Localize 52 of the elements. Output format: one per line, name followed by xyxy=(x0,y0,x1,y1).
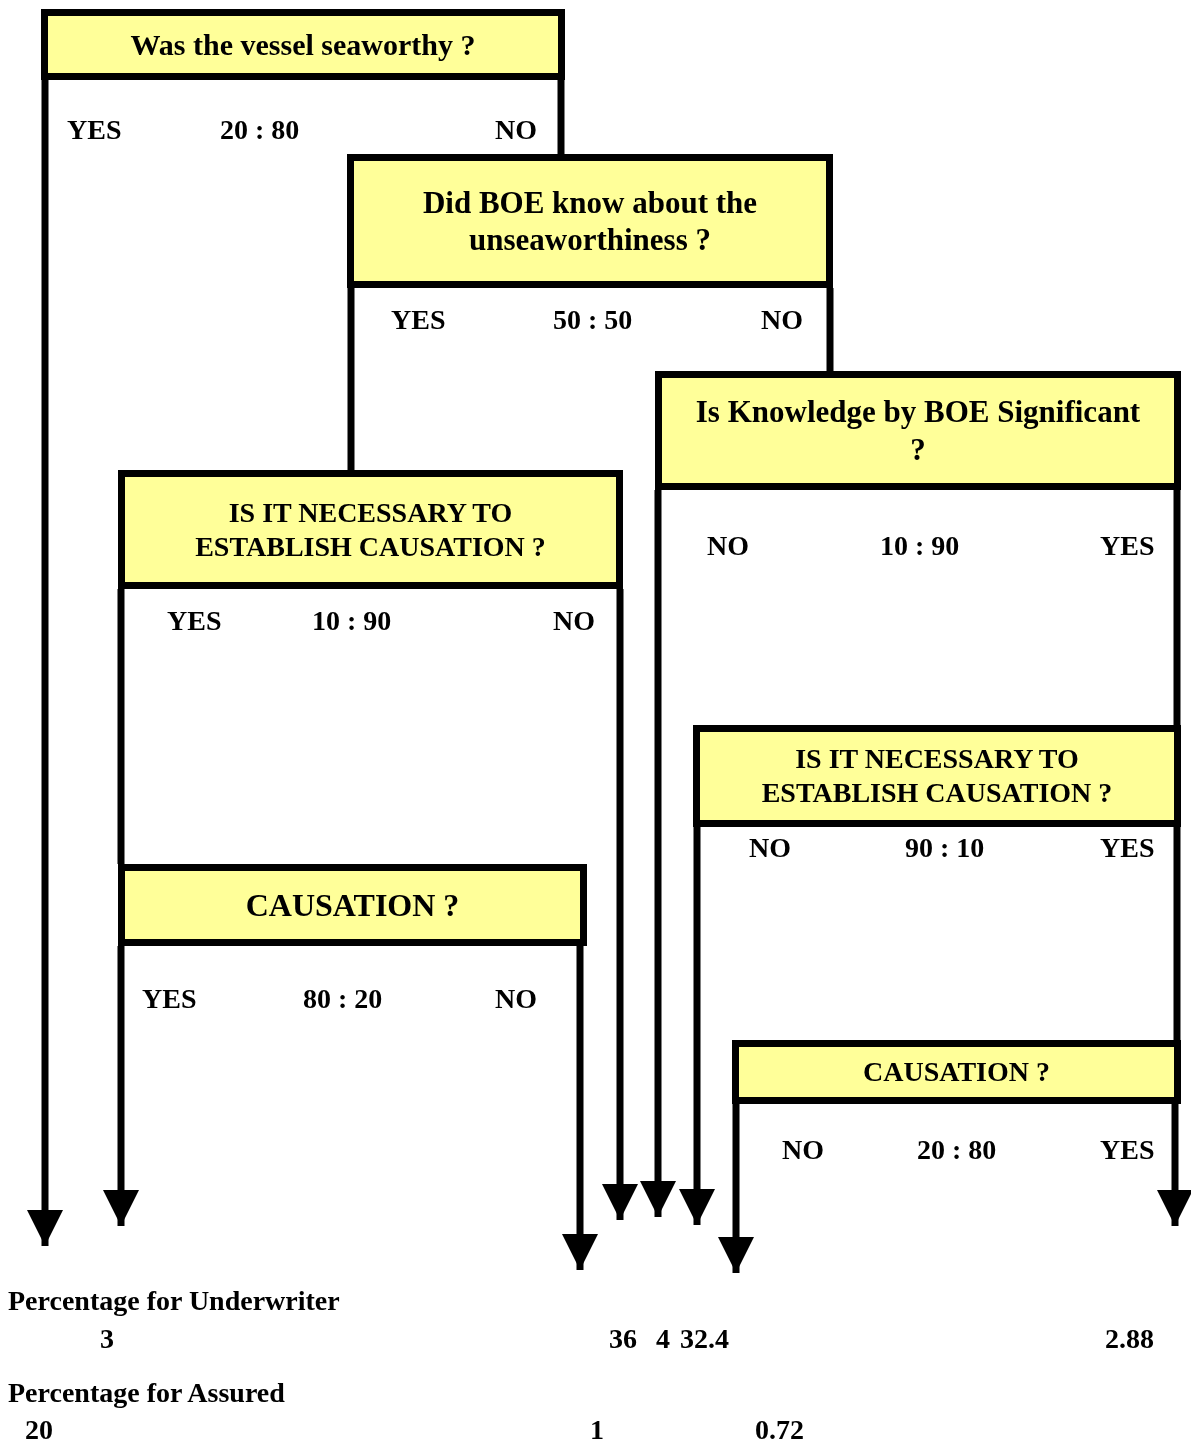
question-text: Was the vessel seaworthy ? xyxy=(129,26,477,63)
branch-label: YES xyxy=(1100,530,1155,562)
branch-label: NO xyxy=(495,114,537,146)
branch-label: YES xyxy=(142,983,197,1015)
row-heading: Percentage for Underwriter xyxy=(8,1285,340,1317)
branch-label: NO xyxy=(782,1134,824,1166)
question-text: Did BOE know about the unseaworthiness ? xyxy=(421,183,759,259)
question-text: IS IT NECESSARY TO ESTABLISH CAUSATION ? xyxy=(760,742,1114,810)
odds-ratio: 90 : 10 xyxy=(905,832,985,864)
question-box xyxy=(41,9,565,80)
percentage-value: 20 xyxy=(25,1414,53,1446)
branch-label: NO xyxy=(749,832,791,864)
percentage-value: 3 xyxy=(100,1323,114,1355)
odds-ratio: 50 : 50 xyxy=(553,304,633,336)
odds-ratio: 10 : 90 xyxy=(880,530,960,562)
branch-label: YES xyxy=(1100,832,1155,864)
question-text: Is Knowledge by BOE Significant ? xyxy=(694,393,1142,468)
branch-label: NO xyxy=(553,605,595,637)
branch-label: YES xyxy=(391,304,446,336)
question-box xyxy=(655,371,1181,490)
percentage-value: 2.88 xyxy=(1105,1323,1154,1355)
question-box xyxy=(693,725,1181,827)
question-text: CAUSATION ? xyxy=(244,885,461,925)
connector-line xyxy=(557,80,565,154)
odds-ratio: 10 : 90 xyxy=(312,605,392,637)
connector-line xyxy=(347,288,355,470)
percentage-value: 4 xyxy=(656,1323,670,1355)
question-text: CAUSATION ? xyxy=(862,1055,1051,1089)
connector-line xyxy=(117,589,125,864)
question-text: IS IT NECESSARY TO ESTABLISH CAUSATION ? xyxy=(194,495,547,564)
percentage-value: 36 xyxy=(609,1323,637,1355)
branch-label: NO xyxy=(495,983,537,1015)
connector-line xyxy=(1173,490,1181,725)
question-box xyxy=(347,154,833,288)
branch-label: YES xyxy=(67,114,122,146)
question-box xyxy=(732,1040,1181,1104)
odds-ratio: 20 : 80 xyxy=(220,114,300,146)
odds-ratio: 20 : 80 xyxy=(917,1134,997,1166)
arrow xyxy=(640,490,676,1217)
connector-line xyxy=(826,288,834,371)
branch-label: YES xyxy=(167,605,222,637)
percentage-value: 1 xyxy=(590,1414,604,1446)
connector-line xyxy=(1173,827,1181,1040)
question-box xyxy=(118,470,623,589)
branch-label: YES xyxy=(1100,1134,1155,1166)
percentage-value: 32.4 xyxy=(680,1323,729,1355)
branch-label: NO xyxy=(707,530,749,562)
question-box xyxy=(118,864,587,946)
percentage-value: 0.72 xyxy=(755,1414,804,1446)
branch-label: NO xyxy=(761,304,803,336)
odds-ratio: 80 : 20 xyxy=(303,983,383,1015)
row-heading: Percentage for Assured xyxy=(8,1377,285,1409)
